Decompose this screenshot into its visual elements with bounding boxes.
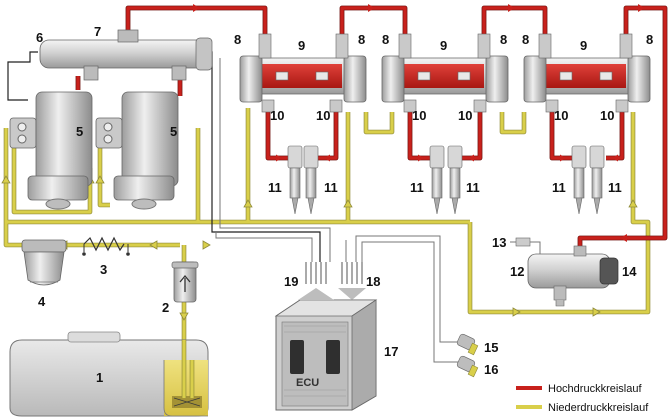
label-tank: 1 — [96, 370, 103, 385]
label-ecu: 17 — [384, 344, 398, 359]
label-feed-pump: 2 — [162, 300, 169, 315]
signal-in-arrow — [298, 288, 334, 300]
sensor — [456, 333, 479, 356]
label-ecu-outputs: 18 — [366, 274, 380, 289]
label-rail: 9 — [440, 38, 447, 53]
injector — [571, 145, 587, 215]
label-connector: 8 — [522, 32, 529, 47]
low-pressure-lines — [1, 108, 651, 340]
label-filter-left: 5 — [76, 124, 83, 139]
fuel-tank — [9, 331, 209, 417]
ecu-text: ECU — [296, 377, 319, 389]
injector — [429, 145, 445, 215]
legend-swatch-high — [516, 386, 542, 390]
label-prefilter: 4 — [38, 294, 46, 309]
ecu-unit: ECU — [274, 262, 378, 411]
high-pressure-pump — [39, 29, 213, 81]
label-sensor-a: 15 — [484, 340, 498, 355]
label-connector: 8 — [500, 32, 507, 47]
flow-arrow — [202, 240, 211, 250]
label-sensor-b: 16 — [484, 362, 498, 377]
label-injector: 11 — [608, 180, 622, 195]
flow-arrow — [343, 199, 353, 208]
label-rail-valve: 10 — [412, 108, 426, 123]
flow-arrow — [243, 199, 253, 208]
label-injector: 11 — [324, 180, 338, 195]
legend: Hochdruckkreislauf Niederdruckkreislauf — [516, 383, 649, 414]
label-connector: 8 — [646, 32, 653, 47]
label-return-port: 12 — [510, 264, 524, 279]
label-filter-head: 6 — [36, 30, 43, 45]
rail-2 — [381, 55, 509, 103]
label-injector: 11 — [552, 180, 566, 195]
legend-high-pressure: Hochdruckkreislauf — [548, 383, 642, 395]
injector — [287, 145, 303, 215]
label-injector: 11 — [410, 180, 424, 195]
rail-1 — [239, 55, 367, 103]
label-rail-valve: 10 — [554, 108, 568, 123]
legend-swatch-low — [516, 405, 542, 409]
label-rail: 9 — [298, 38, 305, 53]
label-return-inlet: 13 — [492, 235, 506, 250]
sensor — [456, 355, 479, 378]
sensors — [456, 333, 479, 378]
injector — [303, 145, 319, 215]
part-numbers: 1 2 3 4 5 5 6 7 8 8 8 8 8 8 9 9 9 10 10 … — [36, 24, 653, 385]
flow-arrow — [95, 175, 105, 184]
rail-3 — [523, 55, 651, 103]
pressure-return-block — [515, 237, 619, 307]
flow-arrow — [1, 175, 11, 184]
flow-arrow — [592, 307, 601, 317]
label-heater: 3 — [100, 262, 107, 277]
heater — [82, 236, 130, 256]
legend-low-pressure: Niederdruckkreislauf — [548, 402, 649, 414]
label-rail-valve: 10 — [458, 108, 472, 123]
label-connector: 8 — [358, 32, 365, 47]
injector — [447, 145, 463, 215]
flow-arrow — [193, 4, 200, 12]
high-pressure-lines — [75, 4, 668, 252]
injectors — [287, 145, 605, 215]
prefilter — [21, 239, 67, 286]
flow-arrow — [620, 234, 627, 242]
flow-arrow — [368, 4, 375, 12]
fuel-filter-left — [9, 91, 93, 210]
label-rail-valve: 10 — [600, 108, 614, 123]
arrow-up-icon — [179, 274, 191, 292]
label-connector: 8 — [234, 32, 241, 47]
feed-pump — [171, 261, 199, 303]
fuel-filter-right — [95, 91, 179, 210]
label-injector: 11 — [268, 180, 282, 195]
flow-arrow — [628, 199, 638, 208]
flow-arrow — [179, 312, 189, 321]
label-ecu-inputs: 19 — [284, 274, 298, 289]
label-filter-right: 5 — [170, 124, 177, 139]
label-rail-valve: 10 — [316, 108, 330, 123]
rail-fittings — [258, 33, 633, 113]
flow-arrow — [638, 4, 645, 12]
label-connector: 8 — [382, 32, 389, 47]
label-rail-valve: 10 — [270, 108, 284, 123]
label-pressure-block: 14 — [622, 264, 637, 279]
flow-arrow — [512, 307, 521, 317]
label-injector: 11 — [466, 180, 480, 195]
flow-arrow — [508, 4, 515, 12]
flow-arrow — [149, 240, 158, 250]
injector — [589, 145, 605, 215]
label-rail: 9 — [580, 38, 587, 53]
signal-out-arrow — [338, 288, 366, 300]
label-hp-pump: 7 — [94, 24, 101, 39]
